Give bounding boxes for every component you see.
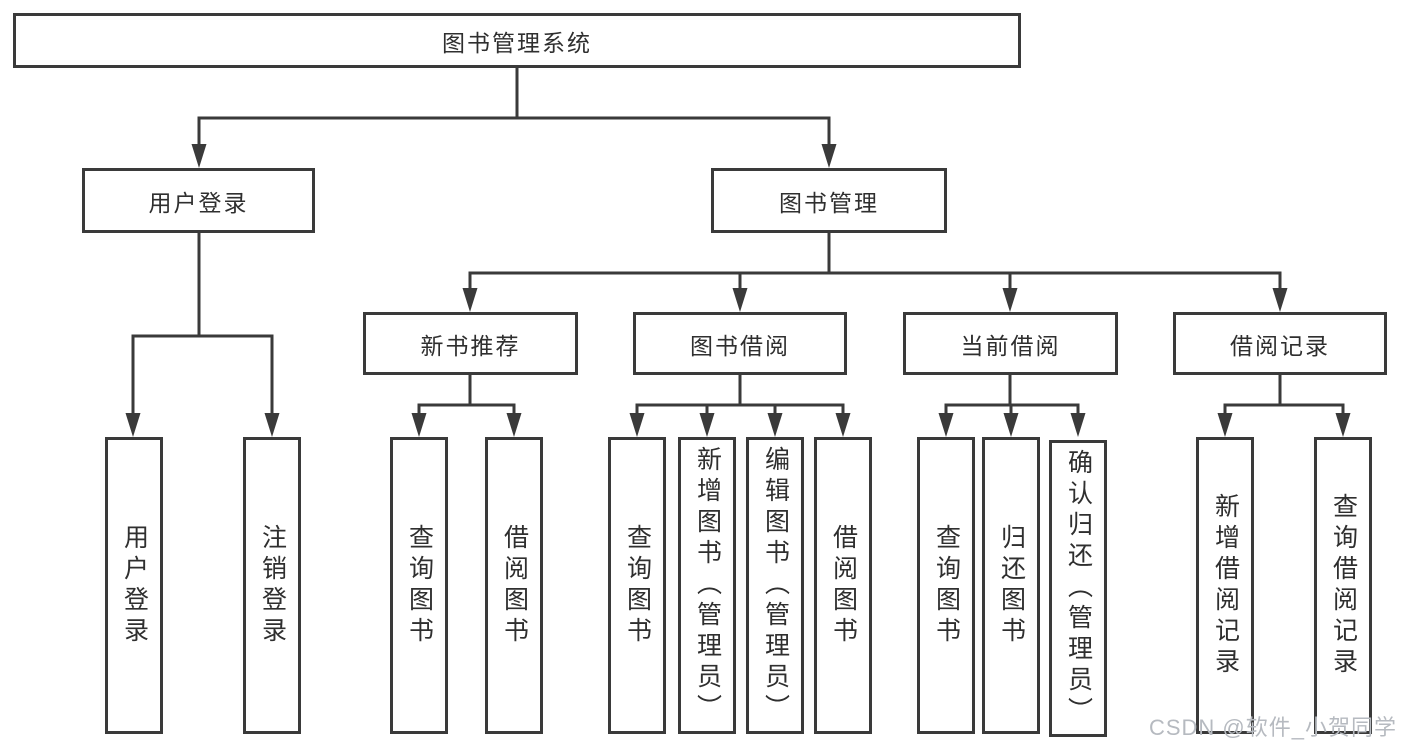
connector-borrow-records-children [1217, 373, 1351, 437]
node-leaf-borrow-books-recommend: 借阅图书 [485, 437, 543, 734]
node-book-management: 图书管理 [711, 168, 947, 233]
connector-user-login-children [125, 231, 280, 437]
node-leaf-add-book-admin: 新增图书（管理员） [678, 437, 736, 734]
connector-current-borrow-children [938, 373, 1086, 437]
connector-book-borrow-children [629, 373, 851, 437]
node-leaf-edit-book-admin: 编辑图书（管理员） [746, 437, 804, 734]
node-leaf-borrow-books: 借阅图书 [814, 437, 872, 734]
node-current-borrow: 当前借阅 [903, 312, 1118, 375]
node-leaf-query-borrow-record: 查询借阅记录 [1314, 437, 1372, 734]
node-leaf-confirm-return-admin: 确认归还（管理员） [1049, 440, 1107, 737]
node-leaf-add-borrow-record: 新增借阅记录 [1196, 437, 1254, 734]
node-user-login: 用户登录 [82, 168, 315, 233]
node-borrow-records: 借阅记录 [1173, 312, 1387, 375]
connector-new-book-children [411, 373, 522, 437]
node-leaf-query-books-borrow: 查询图书 [608, 437, 666, 734]
node-library-system: 图书管理系统 [13, 13, 1021, 68]
node-leaf-return-book: 归还图书 [982, 437, 1040, 734]
node-leaf-query-books-current: 查询图书 [917, 437, 975, 734]
node-leaf-user-login: 用户登录 [105, 437, 163, 734]
connector-book-management-children [462, 231, 1288, 312]
node-leaf-logout: 注销登录 [243, 437, 301, 734]
node-leaf-query-books-recommend: 查询图书 [390, 437, 448, 734]
node-book-borrow: 图书借阅 [633, 312, 847, 375]
connector-root-to-level2 [191, 66, 837, 168]
csdn-watermark: CSDN @软件_小贺同学 [1148, 715, 1397, 740]
node-new-book-recommend: 新书推荐 [363, 312, 578, 375]
